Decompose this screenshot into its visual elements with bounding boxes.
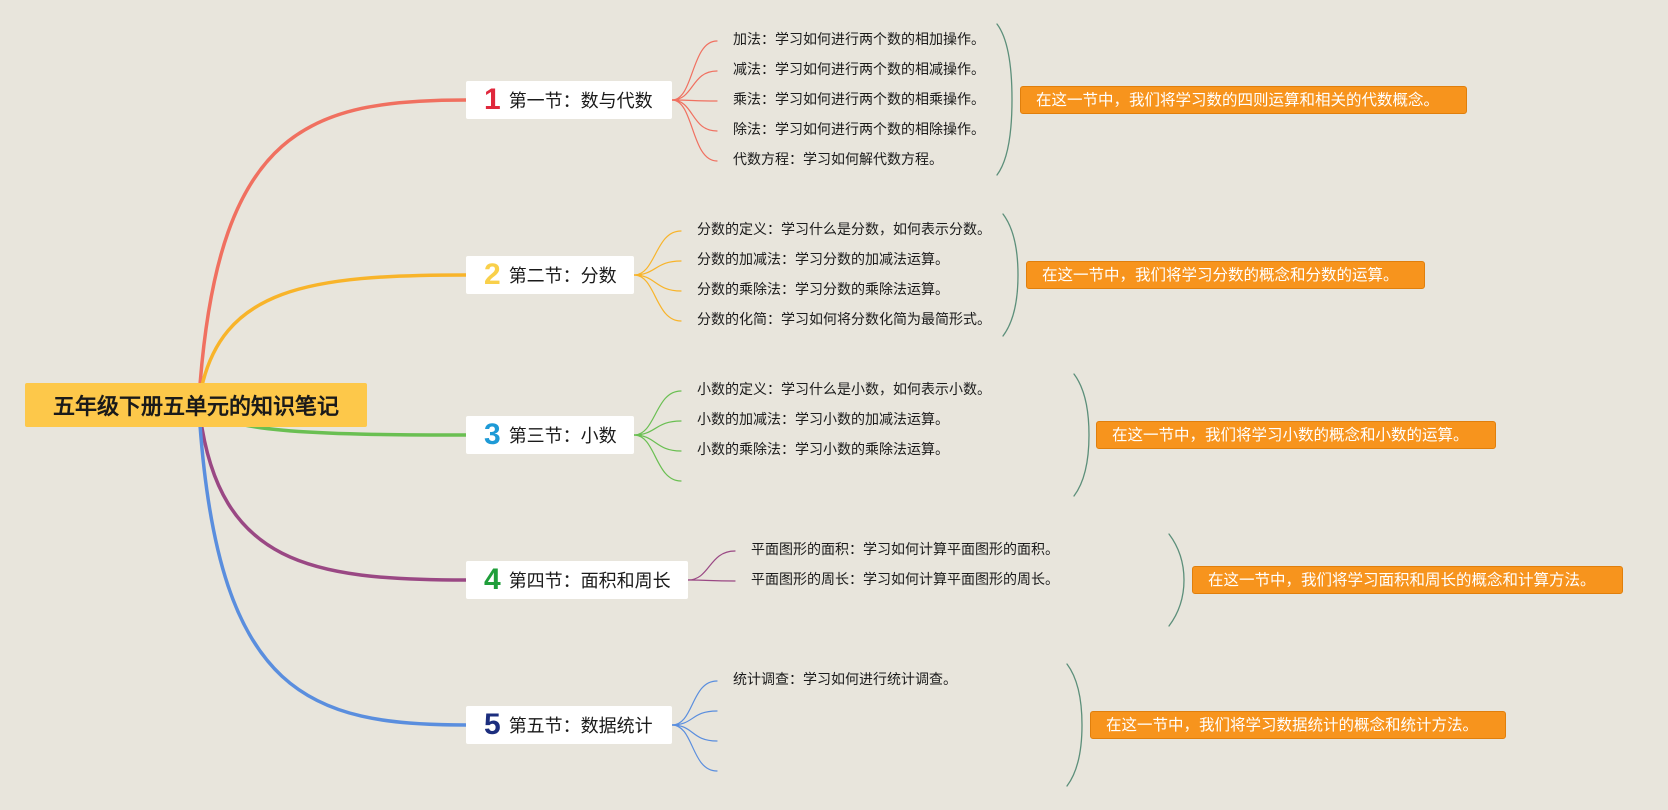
sub-branch-5-4 (671, 724, 718, 772)
section-title: 第五节：数据统计 (508, 716, 653, 737)
main-branch-1 (198, 98, 468, 387)
section-node-1[interactable]: 1 第一节：数与代数 (466, 81, 672, 119)
sub-branch-3-4 (633, 434, 682, 482)
main-branch-4 (198, 413, 468, 582)
topic-item[interactable]: 统计调查：学习如何进行统计调查。 (733, 672, 957, 688)
topic-item[interactable]: 分数的加减法：学习分数的加减法运算。 (697, 252, 949, 268)
sub-branch-5-2 (671, 710, 718, 726)
summary-bracket-5 (1066, 663, 1083, 787)
summary-bracket-4 (1168, 533, 1185, 627)
section-node-2[interactable]: 2 第二节：分数 (466, 256, 634, 294)
main-branch-2 (198, 273, 468, 397)
topic-item[interactable]: 平面图形的面积：学习如何计算平面图形的面积。 (751, 542, 1059, 558)
topic-item[interactable]: 减法：学习如何进行两个数的相减操作。 (733, 62, 985, 78)
sub-branch-4-2 (687, 579, 736, 582)
topic-item[interactable]: 小数的乘除法：学习小数的乘除法运算。 (697, 442, 949, 458)
section-node-4[interactable]: 4 第四节：面积和周长 (466, 561, 688, 599)
root-topic[interactable]: 五年级下册五单元的知识笔记 (25, 383, 367, 427)
sub-branch-1-5 (671, 99, 718, 162)
topic-item[interactable]: 分数的化简：学习如何将分数化简为最简形式。 (697, 312, 991, 328)
summary-bracket-1 (996, 23, 1013, 176)
section-node-5[interactable]: 5 第五节：数据统计 (466, 706, 672, 744)
topic-item[interactable]: 除法：学习如何进行两个数的相除操作。 (733, 122, 985, 138)
topic-item[interactable]: 乘法：学习如何进行两个数的相乘操作。 (733, 92, 985, 108)
sub-branch-1-4 (671, 99, 718, 132)
section-title: 第三节：小数 (508, 426, 617, 447)
sub-branch-1-2 (671, 70, 718, 101)
sub-branch-4-1 (687, 550, 736, 581)
section-summary[interactable]: 在这一节中，我们将学习小数的概念和小数的运算。 (1096, 421, 1496, 449)
section-title: 第二节：分数 (508, 266, 617, 287)
sub-branch-2-1 (633, 230, 682, 276)
summary-bracket-3 (1073, 373, 1090, 497)
section-number: 2 (484, 258, 501, 291)
sub-branch-3-2 (633, 420, 682, 436)
main-branch-5 (198, 423, 468, 727)
section-number: 1 (484, 83, 501, 116)
section-summary[interactable]: 在这一节中，我们将学习数据统计的概念和统计方法。 (1090, 711, 1506, 739)
sub-branch-5-1 (671, 680, 718, 726)
summary-bracket-2 (1002, 213, 1019, 337)
sub-branch-1-1 (671, 40, 718, 101)
topic-item[interactable]: 分数的乘除法：学习分数的乘除法运算。 (697, 282, 949, 298)
topic-item[interactable]: 小数的定义：学习什么是小数，如何表示小数。 (697, 382, 991, 398)
section-title: 第一节：数与代数 (508, 91, 653, 112)
sub-branch-3-1 (633, 390, 682, 436)
topic-item[interactable]: 平面图形的周长：学习如何计算平面图形的周长。 (751, 572, 1059, 588)
section-title: 第四节：面积和周长 (508, 571, 671, 592)
topic-item[interactable]: 分数的定义：学习什么是分数，如何表示分数。 (697, 222, 991, 238)
topic-item[interactable]: 小数的加减法：学习小数的加减法运算。 (697, 412, 949, 428)
section-number: 5 (484, 708, 501, 741)
topic-item[interactable]: 加法：学习如何进行两个数的相加操作。 (733, 32, 985, 48)
section-summary[interactable]: 在这一节中，我们将学习分数的概念和分数的运算。 (1026, 261, 1425, 289)
topic-item[interactable]: 代数方程：学习如何解代数方程。 (733, 152, 943, 168)
section-node-3[interactable]: 3 第三节：小数 (466, 416, 634, 454)
section-number: 4 (484, 563, 501, 596)
section-number: 3 (484, 418, 501, 451)
section-summary[interactable]: 在这一节中，我们将学习数的四则运算和相关的代数概念。 (1020, 86, 1467, 114)
sub-branch-2-4 (633, 274, 682, 322)
sub-branch-2-2 (633, 260, 682, 276)
section-summary[interactable]: 在这一节中，我们将学习面积和周长的概念和计算方法。 (1192, 566, 1623, 594)
